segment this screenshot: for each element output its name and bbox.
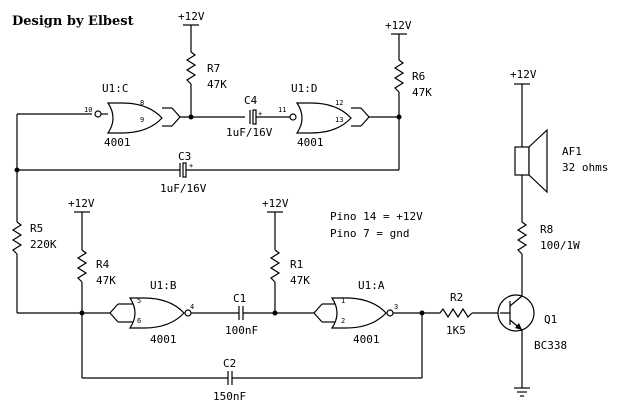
svg-text:5: 5 bbox=[137, 297, 141, 305]
svg-text:U1:B: U1:B bbox=[150, 279, 177, 292]
resistor-r5: R5 220K bbox=[11, 221, 57, 313]
gate-u1a: U1:A 4001 1 2 3 bbox=[330, 279, 398, 346]
svg-text:6: 6 bbox=[137, 317, 141, 325]
svg-text:+12V: +12V bbox=[385, 19, 412, 32]
svg-text:4001: 4001 bbox=[297, 136, 324, 149]
svg-text:Q1: Q1 bbox=[544, 313, 557, 326]
svg-text:+12V: +12V bbox=[262, 197, 289, 210]
transistor-q1: Q1 BC338 bbox=[497, 292, 567, 388]
svg-text:U1:C: U1:C bbox=[102, 82, 129, 95]
svg-text:2: 2 bbox=[341, 317, 345, 325]
svg-text:+12V: +12V bbox=[510, 68, 537, 81]
svg-text:47K: 47K bbox=[290, 274, 310, 287]
svg-text:R6: R6 bbox=[412, 70, 425, 83]
svg-text:C2: C2 bbox=[223, 357, 236, 370]
designer-credit: Design by Elbest bbox=[12, 14, 134, 29]
resistor-r2: R2 1K5 bbox=[439, 291, 500, 337]
svg-text:100nF: 100nF bbox=[225, 324, 258, 337]
svg-text:+12V: +12V bbox=[68, 197, 95, 210]
svg-text:1uF/16V: 1uF/16V bbox=[226, 126, 273, 139]
svg-text:4: 4 bbox=[190, 303, 194, 311]
pin-notes: Pino 14 = +12V Pino 7 = gnd bbox=[330, 210, 423, 240]
svg-text:47K: 47K bbox=[412, 86, 432, 99]
svg-text:+: + bbox=[258, 110, 262, 118]
resistor-r7: R7 47K bbox=[185, 51, 227, 115]
capacitor-c3: C3 1uF/16V + bbox=[17, 150, 399, 195]
resistor-r8: R8 100/1W bbox=[516, 221, 580, 292]
svg-text:9: 9 bbox=[140, 116, 144, 124]
ground-symbol bbox=[514, 387, 530, 397]
svg-text:1uF/16V: 1uF/16V bbox=[160, 182, 207, 195]
supply-r1: +12V bbox=[262, 197, 289, 250]
svg-text:R5: R5 bbox=[30, 222, 43, 235]
resistor-r1: R1 47K bbox=[269, 249, 310, 313]
svg-text:47K: 47K bbox=[96, 274, 116, 287]
svg-text:47K: 47K bbox=[207, 78, 227, 91]
svg-text:R7: R7 bbox=[207, 62, 220, 75]
svg-text:Pino 7 = gnd: Pino 7 = gnd bbox=[330, 227, 409, 240]
svg-text:8: 8 bbox=[140, 99, 144, 107]
supply-af1: +12V bbox=[510, 68, 537, 147]
svg-text:+12V: +12V bbox=[178, 10, 205, 23]
svg-text:C4: C4 bbox=[244, 94, 258, 107]
svg-text:10: 10 bbox=[84, 106, 92, 114]
svg-text:150nF: 150nF bbox=[213, 390, 246, 403]
svg-text:32 ohms: 32 ohms bbox=[562, 161, 608, 174]
svg-text:BC338: BC338 bbox=[534, 339, 567, 352]
supply-r4: +12V bbox=[68, 197, 95, 250]
resistor-r4: R4 47K bbox=[76, 249, 116, 378]
svg-text:1K5: 1K5 bbox=[446, 324, 466, 337]
svg-text:R2: R2 bbox=[450, 291, 463, 304]
svg-text:3: 3 bbox=[394, 303, 398, 311]
svg-text:4001: 4001 bbox=[104, 136, 131, 149]
svg-text:R1: R1 bbox=[290, 258, 303, 271]
resistor-r6: R6 47K bbox=[393, 59, 432, 170]
gate-u1d: U1:D 4001 11 12 13 bbox=[278, 82, 352, 149]
svg-text:U1:A: U1:A bbox=[358, 279, 385, 292]
svg-text:AF1: AF1 bbox=[562, 145, 582, 158]
gate-u1c: U1:C 4001 10 8 9 bbox=[84, 82, 163, 149]
svg-text:12: 12 bbox=[335, 99, 343, 107]
supply-r7: +12V bbox=[178, 10, 205, 52]
supply-r6: +12V bbox=[385, 19, 412, 60]
svg-text:13: 13 bbox=[335, 116, 343, 124]
svg-text:4001: 4001 bbox=[150, 333, 177, 346]
svg-text:Pino 14 = +12V: Pino 14 = +12V bbox=[330, 210, 423, 223]
svg-text:220K: 220K bbox=[30, 238, 57, 251]
svg-text:C1: C1 bbox=[233, 292, 246, 305]
capacitor-c1: C1 100nF bbox=[191, 292, 314, 337]
speaker-af1: AF1 32 ohms bbox=[514, 128, 608, 194]
svg-text:U1:D: U1:D bbox=[291, 82, 318, 95]
gate-u1b: U1:B 4001 5 6 4 bbox=[128, 279, 194, 346]
svg-text:R4: R4 bbox=[96, 258, 110, 271]
svg-text:+: + bbox=[189, 162, 193, 170]
svg-text:100/1W: 100/1W bbox=[540, 239, 580, 252]
capacitor-c4: C4 1uF/16V + bbox=[226, 94, 290, 139]
svg-text:C3: C3 bbox=[178, 150, 191, 163]
svg-text:11: 11 bbox=[278, 106, 286, 114]
svg-text:4001: 4001 bbox=[353, 333, 380, 346]
svg-text:1: 1 bbox=[341, 297, 345, 305]
capacitor-c2: C2 150nF bbox=[82, 313, 423, 403]
svg-text:R8: R8 bbox=[540, 223, 553, 236]
